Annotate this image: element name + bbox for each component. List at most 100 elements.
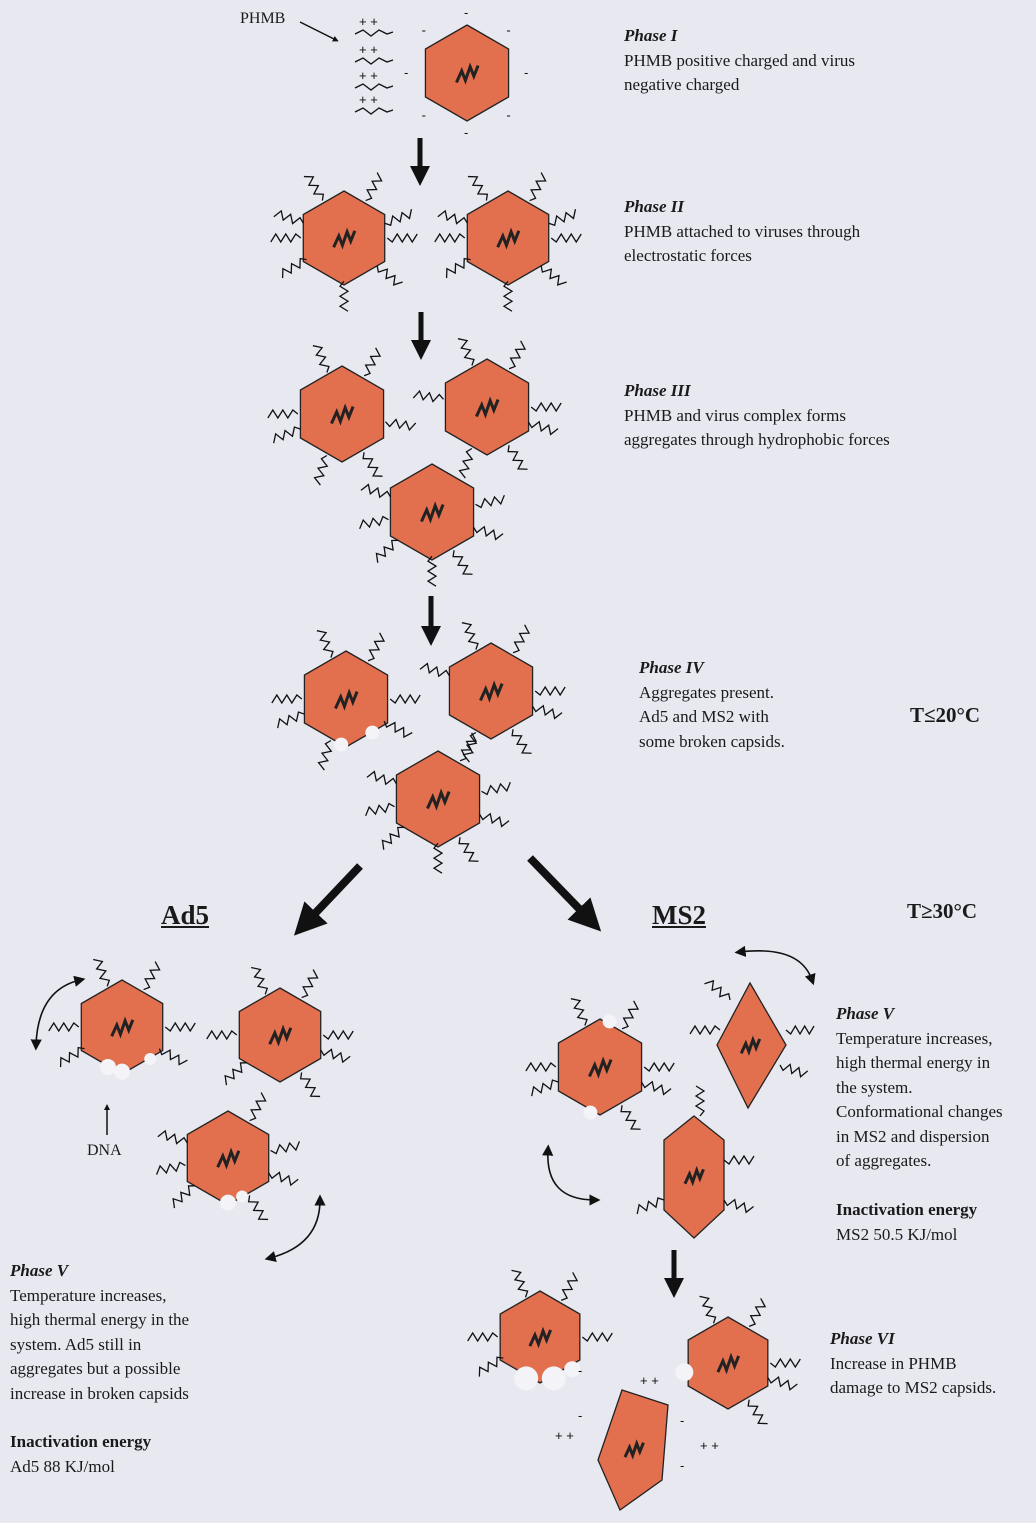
phmb-chain bbox=[360, 483, 392, 499]
phmb-chain bbox=[748, 1298, 767, 1327]
phase-2-line: PHMB attached to viruses through bbox=[624, 221, 861, 241]
capsid-phase-4c bbox=[395, 750, 481, 848]
capsid-break bbox=[583, 1105, 598, 1120]
phmb-chain bbox=[384, 209, 413, 227]
phmb-chain bbox=[338, 280, 350, 312]
phmb-chain bbox=[164, 1021, 196, 1033]
phase-6-text: Phase VI Increase in PHMB damage to MS2 … bbox=[830, 1327, 996, 1401]
phase-5-ad5-title: Phase V bbox=[10, 1261, 69, 1280]
genome-squiggle bbox=[496, 227, 521, 250]
phmb-chain bbox=[458, 837, 479, 862]
phmb-chain bbox=[354, 107, 394, 115]
phmb-chain bbox=[481, 781, 511, 796]
genome-squiggle bbox=[426, 788, 451, 811]
charge-mark: - bbox=[506, 23, 510, 38]
phase-6-line: Increase in PHMB bbox=[830, 1353, 957, 1373]
phase-4-line: Aggregates present. bbox=[639, 682, 775, 702]
phase-5-ad5-line: high thermal energy in the bbox=[10, 1310, 190, 1329]
phmb-chain bbox=[550, 232, 582, 244]
phase-2-line: electrostatic forces bbox=[624, 246, 752, 265]
ms2-energy-title: Inactivation energy bbox=[836, 1200, 978, 1219]
flow-arrow-ms2 bbox=[527, 855, 602, 932]
phmb-chain bbox=[779, 1063, 809, 1078]
phmb-chain bbox=[277, 711, 305, 729]
phmb-chain bbox=[271, 693, 303, 705]
phase-5-ms2-line: Temperature increases, bbox=[836, 1028, 993, 1048]
phase-2-title: Phase II bbox=[624, 197, 684, 216]
phmb-chain bbox=[767, 1375, 798, 1391]
phase-1-text: Phase I PHMB positive charged and virus … bbox=[624, 24, 855, 98]
phmb-chain bbox=[529, 172, 547, 202]
genome-squiggle bbox=[455, 62, 480, 85]
rotation-arrow bbox=[264, 1194, 326, 1263]
ad5-energy-value: Ad5 88 KJ/mol bbox=[10, 1456, 115, 1476]
phase-6-title: Phase VI bbox=[830, 1329, 895, 1348]
phase-2-text: Phase II PHMB attached to viruses throug… bbox=[624, 195, 860, 269]
phmb-chain bbox=[381, 826, 405, 850]
phase-4-line: Ad5 and MS2 with bbox=[639, 707, 769, 726]
phase-5-ms2-line: the system. bbox=[836, 1077, 913, 1097]
phmb-chain bbox=[534, 685, 566, 697]
phmb-chain bbox=[723, 1198, 754, 1214]
capsid-phase-3c bbox=[389, 463, 475, 561]
phmb-chain bbox=[621, 1000, 640, 1030]
capsid-break bbox=[114, 1063, 130, 1080]
capsid-ms2-damaged-b bbox=[675, 1316, 769, 1410]
phmb-chain bbox=[457, 338, 475, 366]
capsid-break bbox=[334, 737, 349, 752]
rotation-arrow bbox=[30, 975, 86, 1051]
phmb-chain bbox=[383, 720, 413, 739]
capsid-break bbox=[514, 1366, 539, 1391]
phmb-chain bbox=[363, 347, 382, 377]
phase-3-line: PHMB and virus complex forms bbox=[624, 405, 846, 425]
phmb-chain bbox=[525, 1061, 557, 1073]
phmb-chain bbox=[247, 1195, 269, 1221]
charge-mark: - bbox=[464, 125, 468, 140]
phmb-chain bbox=[636, 1197, 665, 1215]
ad5-energy-text: Inactivation energy Ad5 88 KJ/mol bbox=[10, 1430, 151, 1479]
genome-squiggle bbox=[334, 688, 359, 711]
phmb-chain bbox=[386, 232, 418, 244]
phmb-chain bbox=[251, 966, 269, 995]
phmb-chain bbox=[362, 452, 383, 477]
phmb-chain bbox=[747, 1399, 768, 1425]
ms2-energy-text: Inactivation energy MS2 50.5 KJ/mol bbox=[836, 1198, 977, 1247]
phase-1-title: Phase I bbox=[624, 26, 678, 45]
capsid-phase-2b bbox=[466, 190, 550, 286]
phase-5-ms2-line: in MS2 and dispersion bbox=[836, 1126, 990, 1146]
phmb-chain bbox=[640, 1080, 672, 1096]
phmb-chain bbox=[299, 1072, 321, 1098]
phase-4-text: Phase IV Aggregates present. Ad5 and MS2… bbox=[639, 656, 785, 754]
capsid-ad5a bbox=[80, 979, 164, 1080]
phmb-chain bbox=[461, 622, 479, 650]
temp-high-label: T≥30°C bbox=[907, 899, 978, 923]
capsid-ad5c bbox=[186, 1110, 270, 1211]
dna-label: DNA bbox=[87, 1142, 122, 1159]
phmb-chain bbox=[303, 175, 325, 201]
phmb-chain bbox=[475, 494, 505, 509]
phase-1-line: PHMB positive charged and virus bbox=[624, 50, 856, 70]
capsid-break bbox=[99, 1058, 116, 1075]
charge-mark: - bbox=[578, 1363, 582, 1378]
phmb-chain bbox=[143, 961, 161, 991]
phase-4-line: some broken capsids. bbox=[639, 731, 785, 751]
phmb-chain bbox=[316, 630, 334, 658]
phmb-chain-layer bbox=[48, 29, 815, 1425]
charge-mark: + + bbox=[640, 1373, 659, 1388]
capsid-break bbox=[602, 1014, 617, 1029]
phmb-chain bbox=[699, 1295, 717, 1324]
phase-6-line: damage to MS2 capsids. bbox=[830, 1378, 997, 1397]
phmb-chain bbox=[313, 454, 329, 486]
phmb-chain bbox=[320, 1048, 351, 1064]
phmb-chain bbox=[419, 662, 451, 678]
phmb-chain bbox=[502, 280, 514, 312]
phmb-chain bbox=[704, 979, 731, 1001]
capsid-ms2-stretched-b bbox=[663, 1115, 725, 1239]
phmb-chain bbox=[467, 175, 489, 201]
charge-mark: - bbox=[524, 65, 528, 80]
capsid-ms2-stretched-a bbox=[716, 981, 787, 1110]
capsid-phase-3a bbox=[299, 365, 385, 463]
phmb-chain bbox=[459, 732, 478, 762]
phase-5-ms2-line: Conformational changes bbox=[836, 1102, 1003, 1121]
phmb-chain bbox=[452, 550, 473, 575]
